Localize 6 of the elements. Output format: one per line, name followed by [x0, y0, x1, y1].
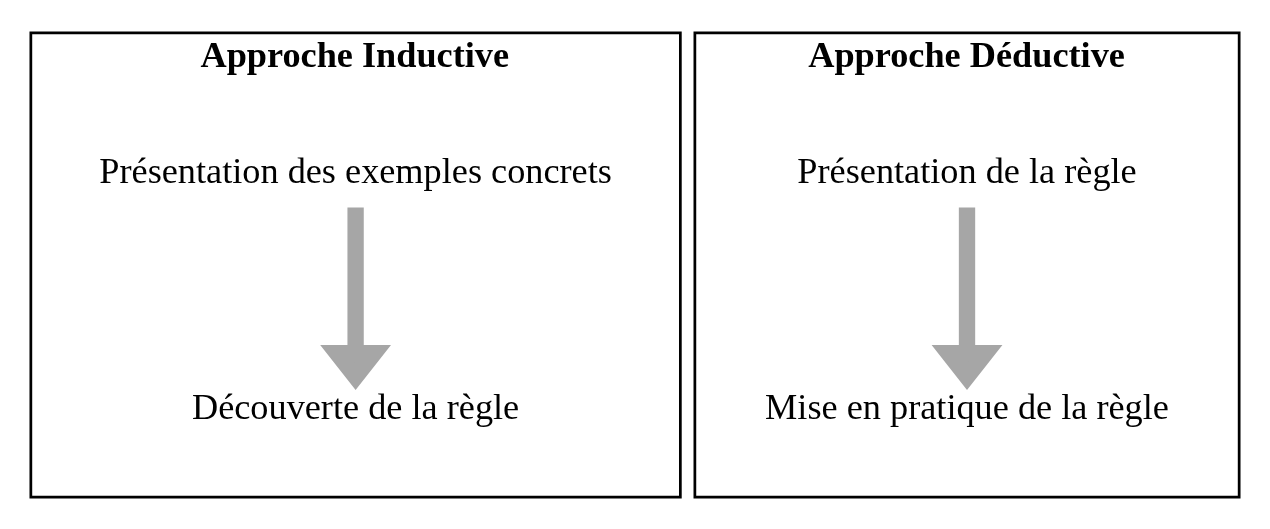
node-text: Présentation de la règle [797, 150, 1137, 191]
node-text: Présentation des exemples concrets [99, 150, 612, 191]
arrow [931, 206, 1003, 390]
node-text: Mise en pratique de la règle [765, 386, 1169, 427]
node-text: Découverte de la règle [191, 386, 520, 427]
arrow [320, 206, 391, 390]
